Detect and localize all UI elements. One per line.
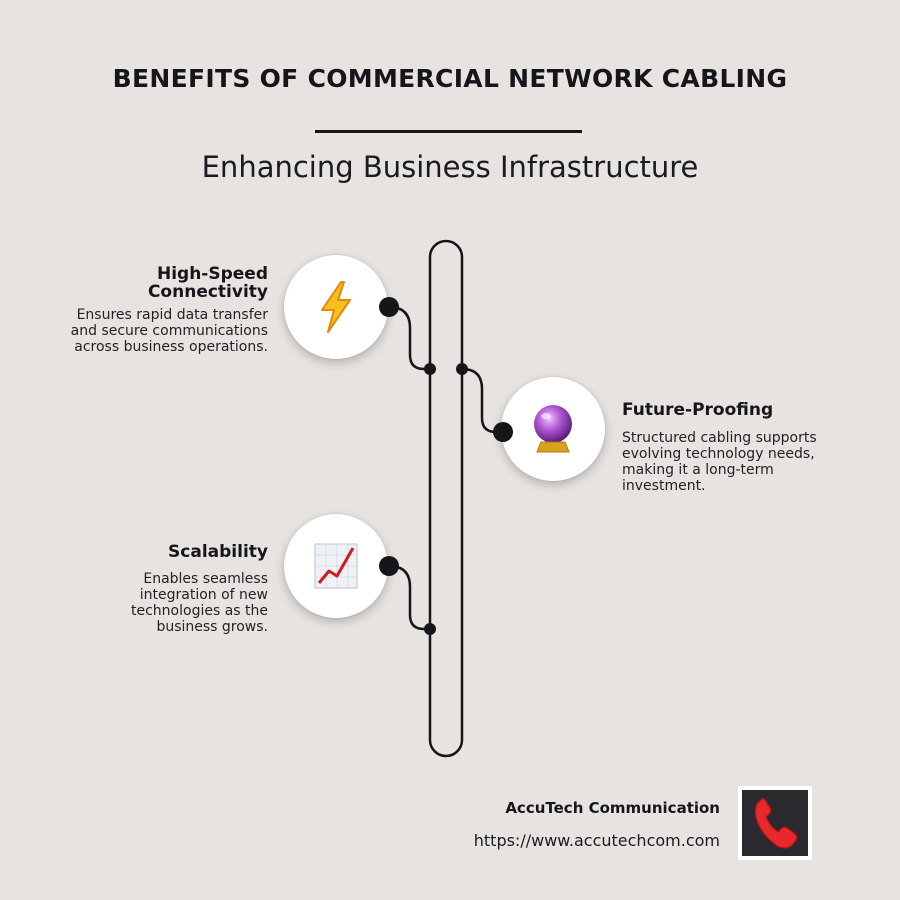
title-divider	[315, 130, 582, 133]
footer-company-name: AccuTech Communication	[505, 799, 720, 817]
node-dot	[379, 297, 399, 317]
phone-logo-background	[742, 790, 808, 856]
node-dot	[379, 556, 399, 576]
node-desc-scalability: Enables seamless integration of new tech…	[131, 571, 268, 635]
high-speed-icon-circle	[284, 255, 388, 359]
crystal-ball-icon	[534, 405, 572, 453]
page-subtitle: Enhancing Business Infrastructure	[201, 150, 699, 184]
node-desc-high-speed: Ensures rapid data transfer and secure c…	[70, 307, 268, 355]
chart-increasing-icon	[314, 543, 358, 589]
phone-logo[interactable]	[738, 786, 812, 860]
node-desc-future-proofing: Structured cabling supports evolving tec…	[622, 430, 817, 494]
node-title-scalability: Scalability	[168, 542, 268, 562]
future-proofing-icon-circle	[501, 377, 605, 481]
node-title-future-proofing: Future-Proofing	[622, 400, 774, 420]
junction-dot	[424, 623, 436, 635]
phone-icon	[754, 798, 798, 849]
connector-high-speed	[388, 305, 430, 371]
footer-url-link[interactable]: https://www.accutechcom.com	[473, 831, 720, 850]
scalability-icon-circle	[284, 514, 388, 618]
node-title-high-speed: High-Speed Connectivity	[147, 264, 268, 302]
lightning-icon	[321, 281, 351, 333]
central-pipe	[428, 239, 464, 758]
junction-dot	[456, 363, 468, 375]
connector-scalability	[388, 564, 430, 631]
page-title: BENEFITS OF COMMERCIAL NETWORK CABLING	[112, 64, 788, 93]
node-dot	[493, 422, 513, 442]
junction-dot	[424, 363, 436, 375]
connector-future-proofing	[461, 367, 503, 434]
